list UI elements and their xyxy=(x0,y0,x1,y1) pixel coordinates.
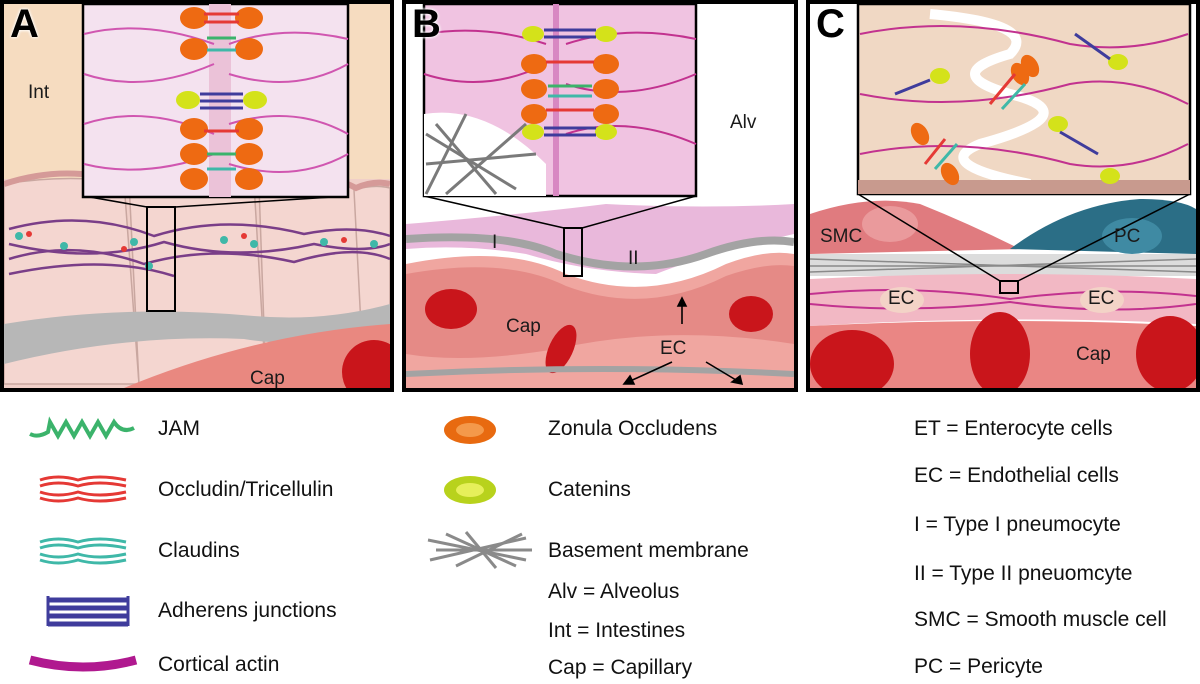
label-type2: II xyxy=(628,248,639,269)
panel-b-illustration xyxy=(406,4,794,388)
label-smc: SMC xyxy=(820,226,863,247)
legend-jam-label: JAM xyxy=(158,417,200,440)
legend-zonula-label: Zonula Occludens xyxy=(548,417,718,440)
occludin-icon xyxy=(39,475,127,503)
label-alv: Alv xyxy=(730,112,757,133)
label-cap-a: Cap xyxy=(250,368,285,389)
label-ec-b: EC xyxy=(660,338,687,359)
abbr-pc: PC = Pericyte xyxy=(914,655,1043,678)
abbr-alv: Alv = Alveolus xyxy=(548,580,680,603)
panel-c-vessel: C SMC PC EC EC Cap xyxy=(806,0,1200,392)
basement-membrane-icon xyxy=(427,531,532,569)
abbr-int: Int = Intestines xyxy=(548,619,686,642)
legend-basement-label: Basement membrane xyxy=(548,539,749,562)
adherens-icon xyxy=(46,596,130,627)
jam-icon xyxy=(29,416,135,441)
label-cap-b: Cap xyxy=(506,316,541,337)
panel-b-alveolus: B Alv I II Cap EC xyxy=(402,0,798,392)
panel-a-letter: A xyxy=(10,2,39,46)
abbr-smc: SMC = Smooth muscle cell xyxy=(914,608,1167,631)
legend-adherens-label: Adherens junctions xyxy=(158,599,337,622)
zonula-icon xyxy=(444,416,496,444)
legend-occludin-label: Occludin/Tricellulin xyxy=(158,478,334,501)
claudin-icon xyxy=(39,537,127,565)
panel-c-illustration xyxy=(810,4,1196,388)
legend-actin-label: Cortical actin xyxy=(158,653,280,676)
actin-icon xyxy=(28,655,138,672)
abbr-ec: EC = Endothelial cells xyxy=(914,464,1119,487)
panel-a-illustration xyxy=(4,4,390,388)
panel-b-letter: B xyxy=(412,2,441,46)
panel-c-letter: C xyxy=(816,2,845,46)
label-ec-left: EC xyxy=(888,288,915,309)
legend-catenins-label: Catenins xyxy=(548,478,631,501)
label-ec-right: EC xyxy=(1088,288,1115,309)
label-type1: I xyxy=(492,232,498,253)
abbr-type1: I = Type I pneumocyte xyxy=(914,513,1121,536)
panel-a-intestine: A Int Cap xyxy=(0,0,394,392)
label-cap-c: Cap xyxy=(1076,344,1111,365)
label-int: Int xyxy=(28,82,50,103)
legend-claudins-label: Claudins xyxy=(158,539,240,562)
abbr-et: ET = Enterocyte cells xyxy=(914,417,1113,440)
abbr-cap: Cap = Capillary xyxy=(548,656,693,679)
catenin-icon xyxy=(444,476,496,504)
abbr-type2: II = Type II pneuomcyte xyxy=(914,562,1133,585)
label-pc: PC xyxy=(1114,226,1141,247)
